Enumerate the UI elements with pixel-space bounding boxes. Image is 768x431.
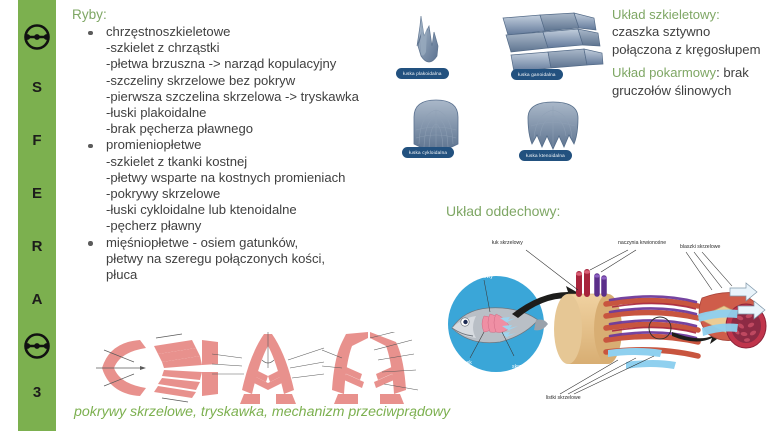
scale-types-figure: łuska plakoidalna łuska ganoidalna łuska… <box>388 2 610 172</box>
skeletal-system-block: Układ szkieletowy: czaszka sztywno połąc… <box>612 6 764 58</box>
skeletal-system-label: Układ szkieletowy <box>612 7 717 22</box>
circle-dots-icon-bottom <box>20 329 54 363</box>
skeletal-colon: : <box>716 7 720 22</box>
group-line: -pokrywy skrzelowe <box>106 186 221 202</box>
digestive-colon: : <box>716 65 720 81</box>
circle-dots-icon <box>20 20 54 54</box>
group-line: -szkielet z tkanki kostnej <box>106 153 248 169</box>
group-title: chrzęstnoszkieletowe <box>106 24 231 39</box>
main-text-block: Ryby: chrzęstnoszkieletowe -szkielet z c… <box>68 6 398 283</box>
digestive-system-text: brak gruczołów ślinowych <box>612 65 749 98</box>
group-line: -brak pęcherza pławnego <box>106 121 254 137</box>
group-line: -płetwa brzuszna -> narząd kopulacyjny <box>106 56 337 72</box>
group-line: płetwy na szeregu połączonych kości, <box>106 250 326 266</box>
gill-lamella-detail <box>648 251 767 349</box>
list-item: promieniopłetwe -szkielet z tkanki kostn… <box>68 137 398 234</box>
ganoid-scale-label: łuska ganoidalna <box>511 69 563 80</box>
fish-group-list: chrzęstnoszkieletowe -szkielet z chrząst… <box>68 24 398 283</box>
cycloid-scale-label: łuska cykloidalna <box>402 147 455 158</box>
group-line: -płetwy wsparte na kostnych promieniach <box>106 169 346 185</box>
group-line: -łuski cykloidalne lub ktenoidalne <box>106 202 297 218</box>
group-line: -łuski plakoidalne <box>106 105 207 121</box>
gills-label: skrzela <box>512 364 529 370</box>
blood-vessels-label: naczynia krwionośne <box>618 240 667 246</box>
gill-filaments-label: listki skrzelowe <box>546 395 581 401</box>
gill-cross-section-3 <box>321 327 419 404</box>
gill-arch-cylinder <box>554 269 701 369</box>
rail-letter-f: F <box>32 132 42 149</box>
gill-cross-section-1 <box>96 333 218 403</box>
fish-head-inset <box>448 276 582 372</box>
placoid-scale-art <box>416 15 439 63</box>
cycloid-scale-art <box>413 99 459 151</box>
group-line: -szczeliny skrzelowe bez pokryw <box>106 72 296 88</box>
rail-letter-r: R <box>31 238 43 255</box>
rail-number: 3 <box>32 384 42 401</box>
rail-letter-a: A <box>31 291 43 308</box>
list-item: mięśniopłetwe - osiem gatunków, płetwy n… <box>68 235 398 284</box>
gill-arch-outer-label: łuk skrzelowy <box>492 240 523 246</box>
water-direction-label: kierunek przepływu wody <box>450 360 474 379</box>
sidebar-rail: S F E R A 3 <box>18 0 56 431</box>
list-item: chrzęstnoszkieletowe -szkielet z chrząst… <box>68 24 398 137</box>
respiratory-system-figure: łuk skrzelowy naczynia krwionośne łuk sk… <box>440 232 768 407</box>
ctenoid-scale-label: łuska ktenoidalna <box>519 150 572 161</box>
gill-cross-section-2 <box>211 332 325 404</box>
rail-letter-e: E <box>31 185 42 202</box>
systems-summary: Układ szkieletowy: czaszka sztywno połąc… <box>612 6 764 105</box>
page-title: Ryby: <box>72 7 107 22</box>
group-line: -szkielet z chrząstki <box>106 40 220 56</box>
placoid-scale-label: łuska plakoidalna <box>396 68 449 79</box>
digestive-system-block: Układ pokarmowy: brak gruczołów ślinowyc… <box>612 64 764 99</box>
digestive-system-label: Układ pokarmowy <box>612 65 717 81</box>
group-line: -pierwsza szczelina skrzelowa -> tryskaw… <box>106 88 359 104</box>
respiratory-system-heading: Układ oddechowy: <box>446 203 561 219</box>
group-title: promieniopłetwe <box>106 137 202 153</box>
blood-vessels-art <box>575 269 607 297</box>
gill-arch-inner-label: łuk skrzelowy <box>462 274 493 280</box>
group-line: -pęcherz pławny <box>106 218 202 234</box>
group-line: płuca <box>106 267 138 283</box>
gill-cross-sections-figure <box>96 327 436 404</box>
ctenoid-scale-art <box>527 101 579 150</box>
group-title: mięśniopłetwe - osiem gatunków, <box>106 234 299 250</box>
gill-lamellae-label: blaszki skrzelowe <box>680 244 721 250</box>
skeletal-system-text: czaszka sztywno połączona z kręgosłupem <box>612 24 761 57</box>
ganoid-scale-art <box>502 12 604 73</box>
rail-letter-s: S <box>31 79 42 96</box>
slide-caption: pokrywy skrzelowe, tryskawka, mechanizm … <box>74 404 451 420</box>
